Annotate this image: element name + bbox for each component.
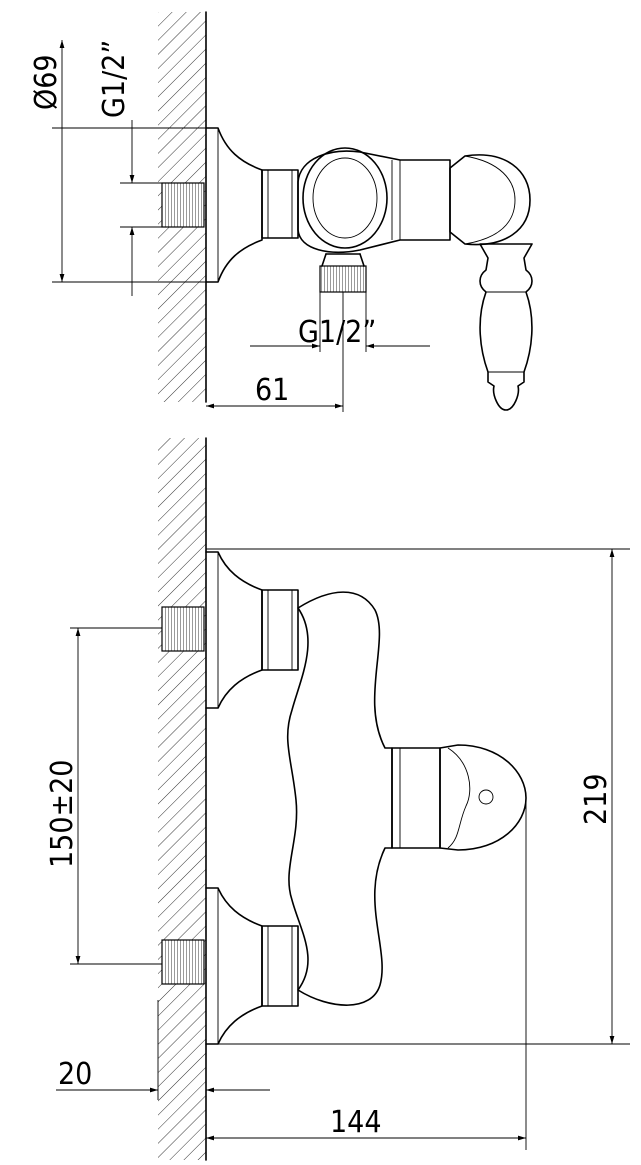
dim-outlet-thread: G1/2” (298, 315, 376, 350)
front-view: 219 150±20 144 20 (45, 437, 630, 1161)
flange-top (205, 127, 263, 283)
body-top (297, 150, 451, 253)
nut-top (261, 169, 299, 239)
top-view: Ø69 G1/2” G1/2” 61 (29, 11, 533, 412)
dim-outlet-offset: 61 (255, 373, 289, 408)
cartridge-cap-top (449, 154, 531, 246)
lever-handle-top (479, 243, 533, 411)
dim-wall-depth: 20 (58, 1057, 92, 1092)
nut-lower (261, 925, 299, 1007)
mixer-body-front (286, 591, 393, 1006)
flange-upper (205, 551, 263, 709)
cartridge-body-front (391, 747, 441, 849)
dim-inlet-spacing: 150±20 (45, 760, 80, 868)
cartridge-screw-hole (478, 789, 494, 805)
flange-lower (205, 887, 263, 1045)
dim-inlet-thread: G1/2” (97, 40, 132, 118)
dim-height: 219 (579, 773, 614, 825)
nut-upper (261, 589, 299, 671)
cartridge-cap-front (439, 744, 527, 851)
dim-projection: 144 (330, 1105, 382, 1140)
dim-flange-diameter: Ø69 (29, 54, 64, 110)
wall-section-front (158, 438, 206, 1160)
